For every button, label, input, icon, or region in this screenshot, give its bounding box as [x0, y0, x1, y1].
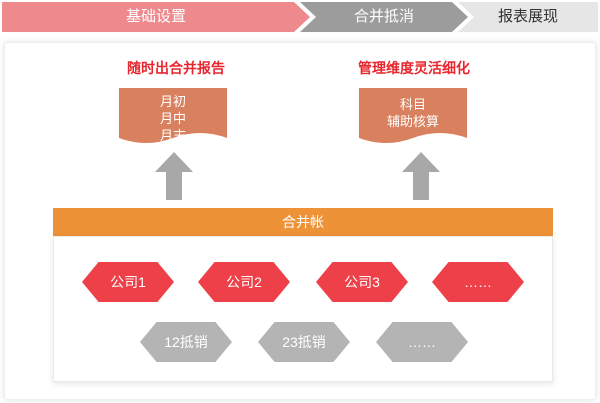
doc-line-month-start: 月初 [159, 94, 186, 109]
left-document-icon [119, 88, 227, 143]
elimination-node-more: …… [376, 322, 468, 362]
left-column-title: 随时出合并报告 [127, 60, 225, 76]
step-consolidation-elimination[interactable]: 合并抵消 [300, 2, 468, 32]
process-steps: 基础设置 合并抵消 报表展现 [0, 0, 600, 36]
doc-line-month-mid: 月中 [159, 111, 186, 126]
company-node: 公司2 [198, 262, 290, 302]
company-node-more: …… [432, 262, 524, 302]
elimination-node: 12抵销 [140, 322, 232, 362]
company-node: 公司1 [82, 262, 174, 302]
right-document-text: 科目 辅助核算 [359, 96, 467, 130]
up-arrow-icon [402, 152, 440, 200]
step-basic-settings[interactable]: 基础设置 [2, 2, 310, 32]
doc-line-account: 科目 [399, 97, 426, 112]
step-report-display[interactable]: 报表展现 [458, 2, 598, 32]
right-column-title: 管理维度灵活细化 [358, 60, 470, 76]
right-document-icon [359, 88, 467, 143]
merged-ledger-bar: 合并帐 [53, 208, 553, 236]
elimination-node: 23抵销 [258, 322, 350, 362]
doc-line-month-end: 月末 [159, 128, 186, 143]
left-document-text: 月初 月中 月末 [119, 93, 227, 144]
company-node: 公司3 [316, 262, 408, 302]
doc-line-auxiliary: 辅助核算 [386, 114, 439, 129]
up-arrow-icon [155, 152, 193, 200]
